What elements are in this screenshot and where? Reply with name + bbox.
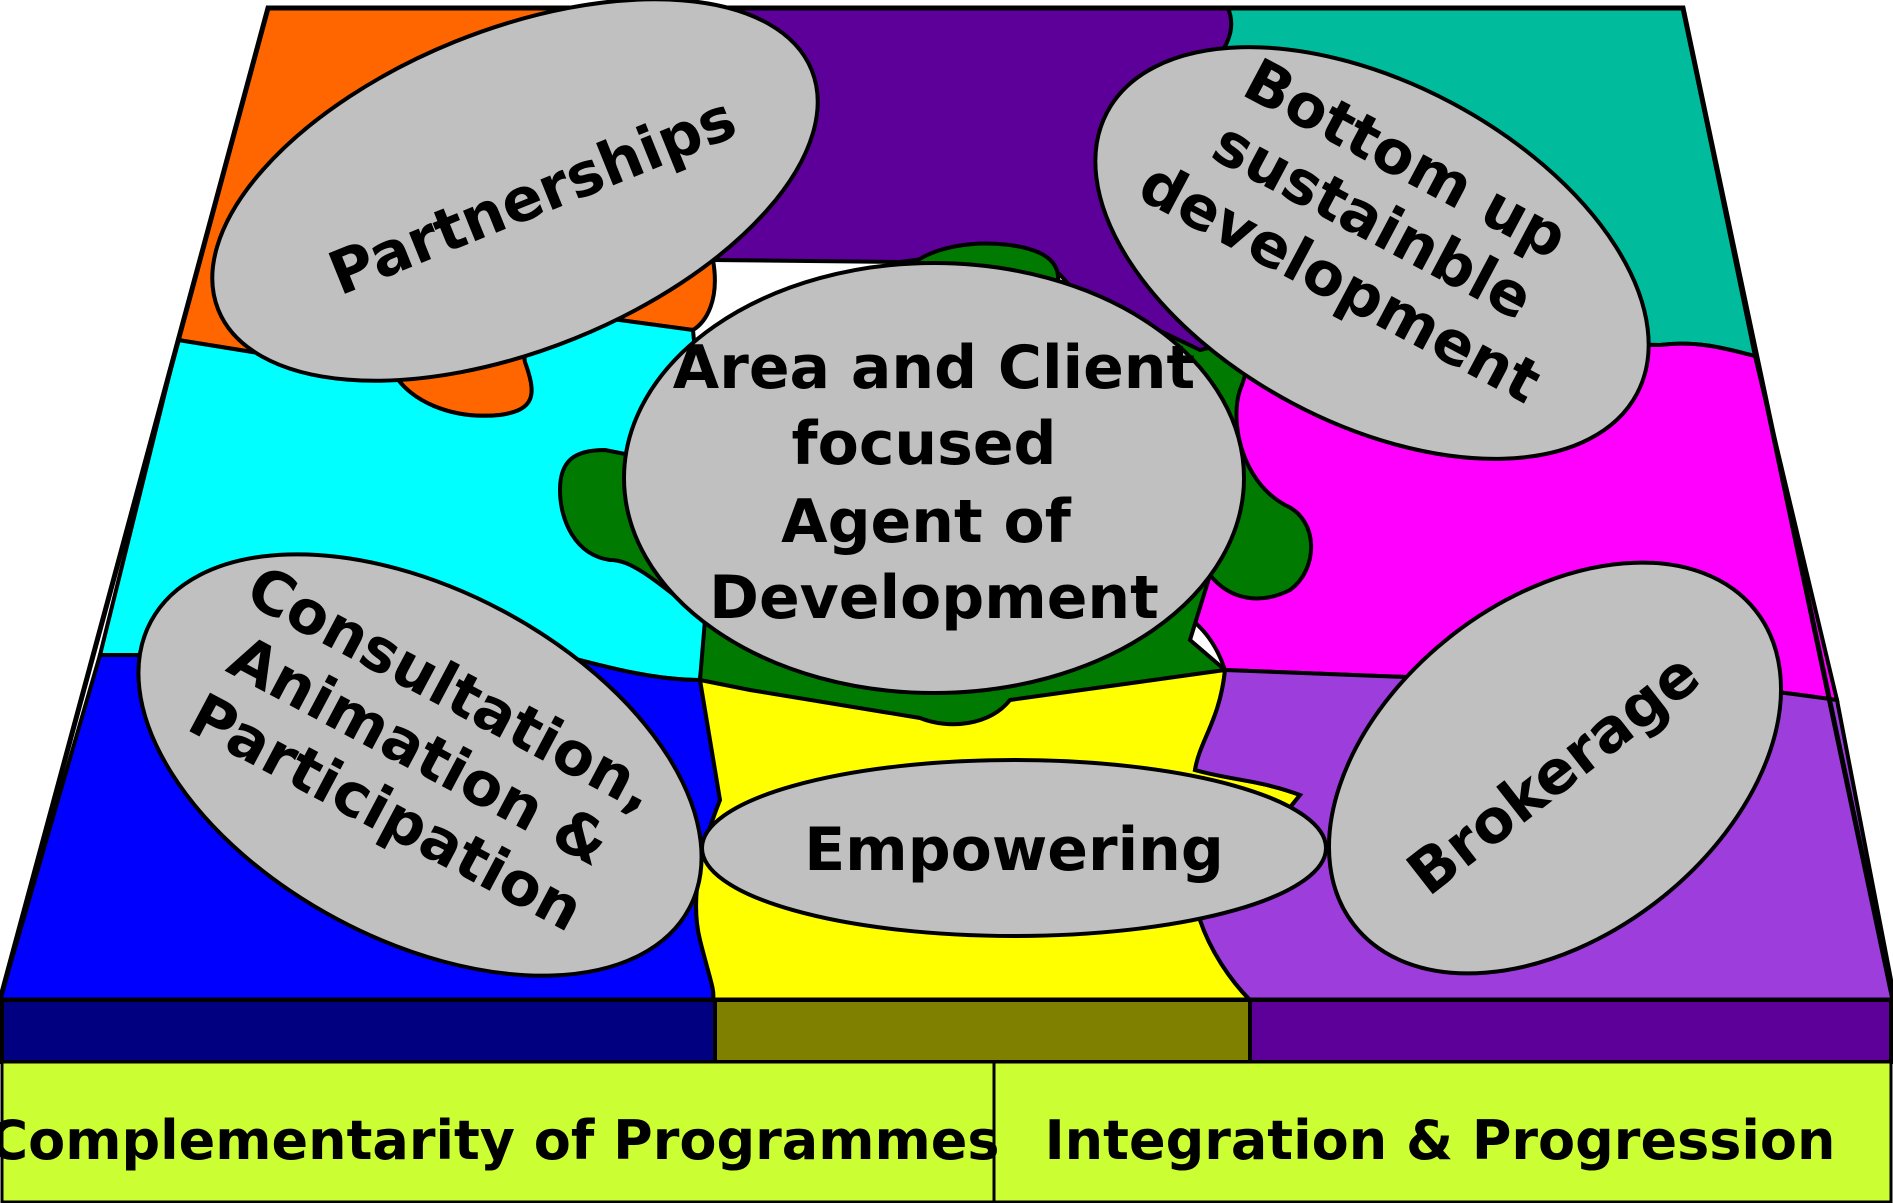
oval-partnerships-shape (210, 0, 820, 383)
oval-bottom-up-shape (1093, 45, 1651, 461)
oval-bottom-up: Bottom up sustainble development (1093, 45, 1651, 461)
base-strip-left (0, 998, 717, 1064)
board-outline (0, 5, 1893, 1003)
complementarity-label: Complementarity of Programmes (0, 1109, 1000, 1172)
integration-label: Integration & Progression (1045, 1109, 1836, 1172)
center-label-2: focused (792, 409, 1057, 479)
oval-partnerships: Partnerships (210, 0, 820, 383)
ovals: Partnerships Bottom up sustainble develo… (136, 0, 1783, 978)
empowering-label: Empowering (804, 815, 1224, 885)
oval-brokerage: Brokerage (1327, 560, 1783, 976)
label-bar-right (992, 1060, 1893, 1203)
center-label-4: Development (709, 563, 1159, 633)
label-bar: Complementarity of Programmes Integratio… (0, 1060, 1893, 1203)
base-strip-right (1248, 998, 1893, 1064)
oval-center-shape (622, 261, 1246, 695)
label-bar-left (0, 1060, 996, 1203)
oval-empowering-shape (700, 758, 1328, 938)
base-strip-middle (713, 998, 1252, 1064)
oval-consultation-shape (136, 552, 704, 978)
oval-consultation: Consultation, Animation & Participation (136, 552, 704, 978)
oval-center: Area and Client focused Agent of Develop… (622, 261, 1246, 695)
oval-empowering: Empowering (700, 758, 1328, 938)
center-label-1: Area and Client (673, 333, 1195, 403)
board-base (0, 998, 1893, 1064)
center-label-3: Agent of (781, 487, 1072, 557)
oval-brokerage-shape (1327, 560, 1783, 976)
